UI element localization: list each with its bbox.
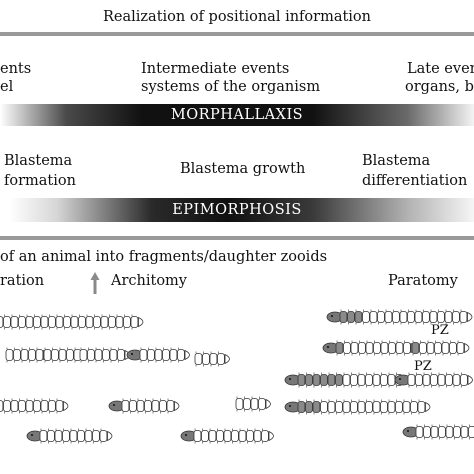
worm-16	[394, 372, 473, 388]
morphallaxis-bar: MORPHALLAXIS	[0, 104, 474, 126]
worm-15	[284, 372, 408, 388]
worm-6	[194, 351, 230, 367]
worm-14	[411, 340, 470, 356]
top-divider	[0, 32, 474, 36]
blastema-differentiation-line1: Blastema	[362, 153, 431, 169]
early-events-line2: el	[0, 79, 14, 95]
early-events-line1: ents	[0, 61, 32, 77]
worm-12	[326, 309, 473, 325]
regeneration-label-fragment: ration	[0, 273, 45, 289]
intermediate-events-line1: Intermediate events	[141, 61, 290, 77]
blastema-formation-line1: Blastema	[4, 153, 73, 169]
reproduction-heading: of an animal into fragments/daughter zoo…	[0, 249, 328, 265]
worm-17	[284, 399, 431, 415]
late-events-line1: Late event	[407, 61, 474, 77]
worm-4	[79, 347, 130, 363]
worm-13	[322, 340, 416, 356]
morphallaxis-label: MORPHALLAXIS	[170, 107, 304, 123]
worm-18	[402, 424, 474, 440]
middle-divider	[0, 236, 474, 240]
blastema-growth-label: Blastema growth	[180, 161, 306, 177]
worm-10	[26, 428, 113, 444]
pz-label-lower: PZ	[414, 359, 432, 374]
worm-8	[108, 398, 180, 414]
architomy-label: Architomy	[111, 273, 187, 289]
diagram-title: Realization of positional information	[103, 9, 371, 25]
late-events-line2: organs, bo	[405, 79, 474, 95]
epimorphosis-bar: EPIMORPHOSIS	[0, 198, 474, 222]
worm-illustrations	[0, 309, 474, 444]
blastema-formation-line2: formation	[4, 173, 76, 189]
blastema-differentiation-line2: differentiation	[362, 173, 468, 189]
paratomy-label: Paratomy	[388, 273, 458, 289]
worm-2	[5, 347, 49, 363]
worm-5	[126, 347, 190, 363]
epimorphosis-label: EPIMORPHOSIS	[172, 202, 302, 218]
intermediate-events-line2: systems of the organism	[141, 79, 321, 95]
worm-9	[235, 396, 271, 412]
worm-11	[180, 428, 274, 444]
worm-7	[0, 398, 69, 414]
up-arrow-icon	[90, 272, 100, 294]
pz-label-upper: PZ	[431, 323, 449, 338]
worm-1	[0, 314, 144, 330]
